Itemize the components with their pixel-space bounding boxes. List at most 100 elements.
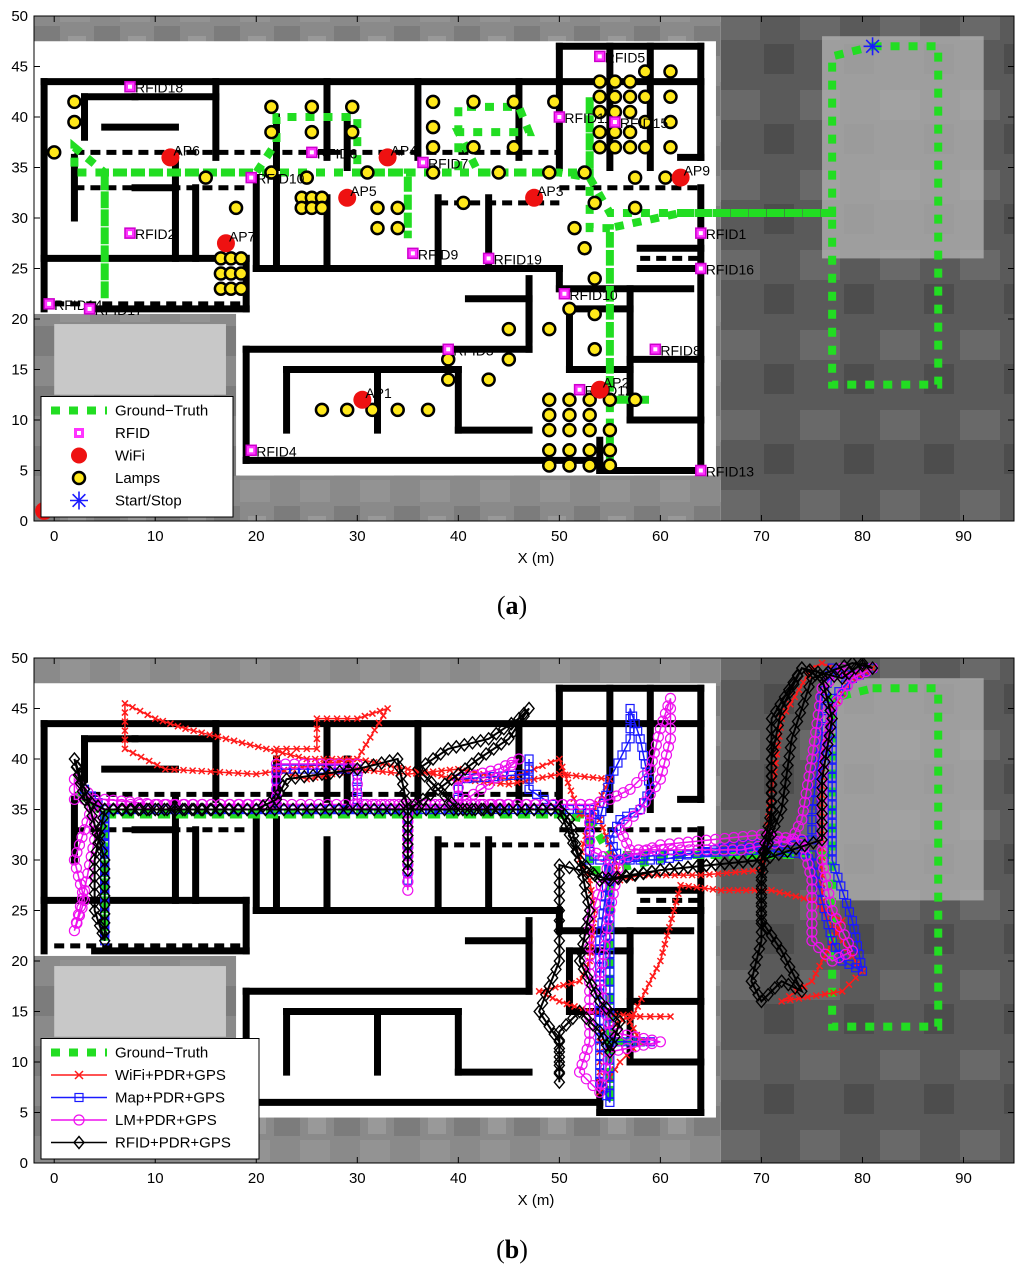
series-marker: [437, 772, 446, 780]
series-marker: [73, 909, 86, 922]
series-marker: [691, 835, 703, 847]
series-marker: [565, 820, 578, 835]
series-marker: [755, 890, 768, 905]
series-marker: [693, 883, 701, 891]
series-marker: [744, 842, 756, 854]
series-marker: [98, 802, 111, 817]
series-marker: [806, 900, 818, 912]
series-marker: [621, 1029, 633, 1041]
series-marker: [214, 733, 222, 741]
series-marker: [827, 846, 837, 856]
series-marker: [584, 798, 596, 811]
series-marker: [595, 1051, 605, 1061]
rfid-label: RFID7: [428, 155, 469, 171]
y-tick-label: 45: [11, 59, 28, 76]
series-marker: [779, 775, 792, 791]
y-tick-label: 0: [20, 513, 28, 530]
series-marker: [530, 775, 538, 783]
series-marker: [784, 890, 792, 898]
series-marker: [564, 771, 572, 779]
series-marker: [375, 755, 388, 771]
series-marker: [553, 1024, 566, 1039]
series-marker: [505, 780, 513, 788]
series-marker: [749, 957, 762, 973]
y-tick-label: 45: [11, 701, 28, 718]
lamp-marker: [542, 321, 557, 337]
series-marker: [717, 886, 725, 894]
series-marker: [518, 708, 530, 724]
series-marker: [584, 835, 596, 847]
lamp-marker: [542, 422, 557, 438]
series-marker: [700, 834, 712, 846]
series-marker: [605, 921, 615, 931]
series-marker: [333, 802, 345, 817]
series-marker: [379, 712, 387, 720]
lamp-marker: [370, 200, 385, 216]
series-marker: [98, 861, 111, 877]
series-marker: [553, 903, 566, 918]
lamp-marker: [481, 372, 496, 387]
series-marker: [775, 802, 788, 817]
series-marker: [597, 949, 610, 961]
lamp-marker: [592, 104, 608, 120]
series-marker: [605, 1080, 615, 1090]
series-marker: [837, 956, 847, 966]
lamp-marker: [198, 170, 214, 185]
series-marker: [432, 782, 445, 797]
lamp-marker: [602, 443, 618, 458]
lamp-marker: [582, 443, 597, 458]
series-marker: [565, 798, 578, 811]
series-marker: [809, 859, 819, 869]
rfid-marker-center: [698, 266, 703, 271]
series-marker: [663, 862, 676, 877]
series-marker: [206, 731, 214, 739]
series-marker: [270, 758, 283, 770]
x-tick-label: 40: [450, 1170, 467, 1187]
series-marker: [645, 1037, 655, 1047]
series-marker: [280, 772, 293, 787]
series-marker: [96, 844, 109, 859]
series-marker: [755, 994, 768, 1009]
series-marker: [816, 789, 828, 804]
lamp-marker: [425, 119, 441, 135]
y-tick-label: 15: [11, 1004, 28, 1021]
series-marker: [482, 731, 495, 746]
series-marker: [254, 743, 262, 751]
series-marker: [654, 1036, 666, 1048]
series-marker: [519, 802, 532, 817]
series-marker: [605, 993, 615, 1004]
lamp-marker: [562, 392, 577, 408]
rfid-marker-center: [420, 160, 425, 165]
lamp-marker: [547, 94, 562, 110]
series-marker: [457, 802, 469, 817]
lamp-marker: [622, 104, 638, 120]
series-marker: [719, 832, 731, 845]
series-marker: [797, 805, 809, 817]
series-marker: [584, 844, 596, 856]
lamp-marker: [663, 64, 678, 79]
series-marker: [670, 906, 678, 915]
series-marker: [401, 819, 414, 834]
series-marker: [556, 798, 568, 811]
series-marker: [497, 721, 510, 736]
rfid-marker-center: [309, 150, 314, 155]
series-marker: [398, 785, 411, 800]
series-marker: [604, 904, 616, 917]
series-marker: [86, 801, 98, 813]
series-marker: [316, 764, 326, 774]
lamp-marker: [425, 94, 441, 110]
series-marker: [661, 940, 669, 948]
series-marker: [324, 765, 337, 780]
series-marker: [840, 948, 852, 960]
series-marker: [700, 858, 713, 873]
series-marker: [88, 886, 101, 901]
series-marker: [581, 1043, 593, 1055]
series-marker: [608, 828, 618, 838]
series-marker: [598, 1070, 610, 1082]
lamp-marker: [582, 392, 597, 408]
rfid-label: RFID15: [620, 115, 668, 131]
series-marker: [376, 802, 389, 817]
lamp-marker: [360, 165, 375, 180]
legend-label: Map+PDR+GPS: [115, 1090, 225, 1107]
series-marker: [270, 747, 278, 755]
